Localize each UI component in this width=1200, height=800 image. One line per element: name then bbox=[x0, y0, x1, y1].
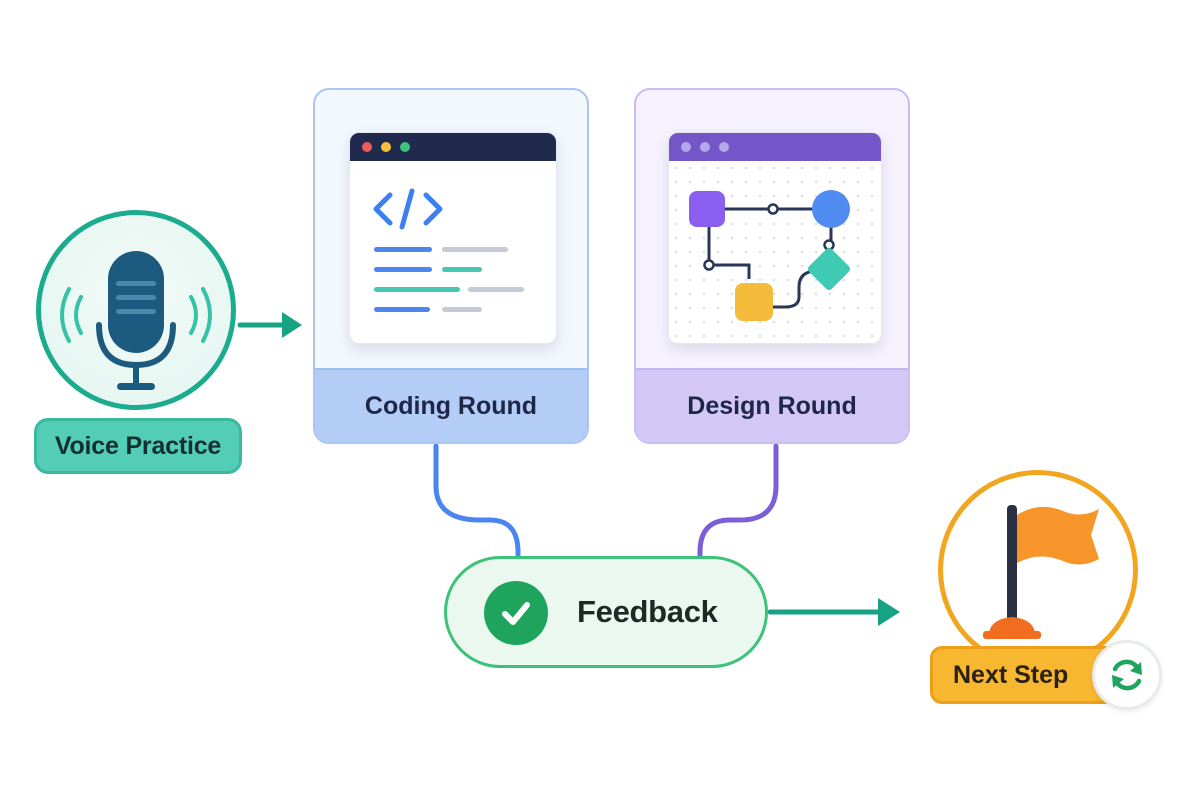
design-round-label: Design Round bbox=[636, 368, 908, 442]
connector-coding-to-feedback bbox=[433, 443, 521, 561]
voice-practice-node[interactable] bbox=[36, 210, 236, 410]
refresh-icon[interactable] bbox=[1092, 640, 1162, 710]
window-titlebar bbox=[669, 133, 881, 161]
code-editor-window bbox=[349, 132, 557, 344]
flowchart-icon bbox=[689, 190, 850, 321]
coding-round-card[interactable]: Coding Round bbox=[313, 88, 589, 444]
window-titlebar bbox=[350, 133, 556, 161]
arrow-voice-to-coding bbox=[237, 312, 302, 338]
code-canvas bbox=[350, 161, 556, 343]
design-round-card[interactable]: Design Round bbox=[634, 88, 910, 444]
feedback-label: Feedback bbox=[577, 594, 718, 629]
coding-round-label: Coding Round bbox=[315, 368, 587, 442]
arrow-feedback-to-next bbox=[767, 598, 900, 626]
microphone-icon bbox=[60, 251, 212, 390]
connector-design-to-feedback bbox=[697, 443, 779, 561]
code-icon bbox=[373, 188, 524, 312]
design-canvas bbox=[669, 161, 881, 343]
window-dot bbox=[700, 142, 710, 152]
flag-icon bbox=[983, 505, 1099, 639]
window-dot bbox=[681, 142, 691, 152]
feedback-node[interactable]: Feedback bbox=[444, 556, 768, 668]
window-dot bbox=[719, 142, 729, 152]
voice-practice-label[interactable]: Voice Practice bbox=[34, 418, 242, 474]
close-dot bbox=[362, 142, 372, 152]
design-canvas-window bbox=[668, 132, 882, 344]
check-icon bbox=[484, 581, 548, 645]
maximize-dot bbox=[400, 142, 410, 152]
minimize-dot bbox=[381, 142, 391, 152]
next-step-node[interactable] bbox=[938, 470, 1138, 670]
